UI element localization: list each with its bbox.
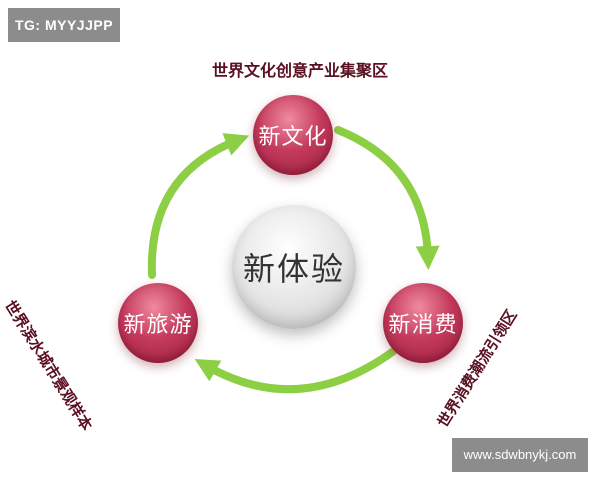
- watermark-url: www.sdwbnykj.com: [452, 438, 588, 472]
- node-new-experience: 新体验: [232, 205, 356, 329]
- caption-top: 世界文化创意产业集聚区: [211, 61, 388, 80]
- node-new-consumption: 新消费: [383, 283, 463, 363]
- node-new-culture: 新文化: [253, 95, 333, 175]
- watermark-tg: TG: MYYJJPP: [8, 8, 120, 42]
- arrow-top-to-right: [334, 126, 440, 270]
- arrow-right-to-left: [194, 346, 399, 394]
- arrow-left-to-top: [147, 133, 250, 279]
- node-new-tourism: 新旅游: [118, 283, 198, 363]
